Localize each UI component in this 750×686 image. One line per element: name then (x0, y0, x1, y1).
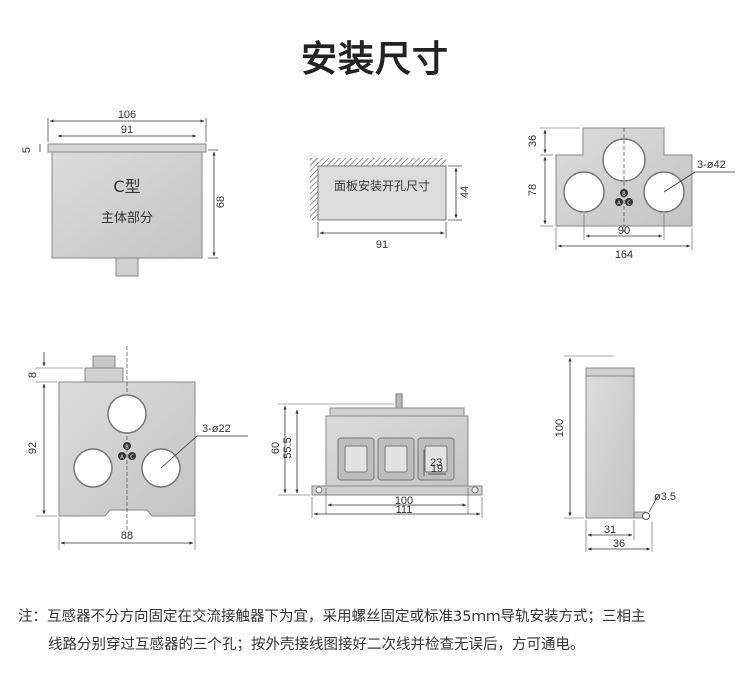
dim-31: 31 (604, 524, 616, 536)
dim-3-dia42: 3-ø42 (697, 159, 726, 171)
label-main-body: 主体部分 (101, 211, 153, 226)
dim-5: 5 (21, 147, 33, 153)
label-c-type: C型 (113, 177, 140, 196)
dim-78: 78 (527, 184, 539, 196)
phase-letter-b: B (622, 192, 626, 198)
note-line-1: 注：互感器不分方向固定在交流接触器下为宜，采用螺丝固定或标准35ｍｍ导轨安装方式… (18, 609, 646, 625)
view-three-hole-top: B A C 3-ø42 36 78 90 164 (527, 127, 735, 261)
dim-106: 106 (118, 109, 136, 121)
phase-letter-c: C (627, 201, 631, 207)
dim-44: 44 (459, 186, 471, 198)
dim-36-top: 36 (527, 135, 539, 147)
view-panel-cutout: 面板安装开孔尺寸 44 91 (310, 158, 471, 251)
dim-91-cutout: 91 (376, 239, 388, 251)
dim-60: 60 (270, 442, 282, 454)
dim-164: 164 (615, 249, 633, 261)
phase-letter-c: C (130, 455, 134, 461)
dim-100-rail: 100 (395, 495, 413, 507)
installation-note: 注：互感器不分方向固定在交流接触器下为宜，采用螺丝固定或标准35ｍｍ导轨安装方式… (18, 603, 738, 659)
dim-23: 23 (430, 457, 442, 469)
dim-91: 91 (121, 124, 133, 136)
dim-111: 111 (396, 504, 413, 516)
phase-letter-b: B (125, 445, 129, 451)
dim-19: 19 (431, 463, 443, 475)
phase-markers-large: B A C (615, 189, 633, 207)
dim-3-dia22: 3-ø22 (202, 423, 231, 435)
phase-letter-a: A (617, 201, 621, 207)
view-side-rail: 23 19 60 55.5 100 111 (270, 393, 483, 518)
dim-90: 90 (618, 225, 630, 237)
view-small-front: B A C 3-ø22 8 92 88 (27, 346, 248, 550)
dim-dia3-5: ø3.5 (654, 491, 676, 503)
phase-markers-small: B A C (118, 442, 136, 461)
dim-100-narrow: 100 (554, 419, 566, 437)
dim-68: 68 (215, 196, 227, 208)
dim-8: 8 (27, 372, 39, 378)
page-title: 安装尺寸 (300, 39, 449, 80)
phase-letter-a: A (120, 455, 124, 461)
dim-88: 88 (121, 530, 133, 542)
view-narrow-side: ø3.5 100 31 36 (554, 355, 676, 552)
note-line-2: 线路分别穿过互感器的三个孔；按外壳接线图接好二次线并检查无误后，方可通电。 (48, 637, 585, 653)
dim-36-narrow: 36 (613, 538, 625, 550)
view-c-type-front: 106 91 5 68 C型 主体部分 (21, 109, 227, 277)
dim-92: 92 (27, 442, 39, 454)
dim-55-5: 55.5 (282, 437, 294, 458)
label-cutout: 面板安装开孔尺寸 (334, 178, 430, 193)
